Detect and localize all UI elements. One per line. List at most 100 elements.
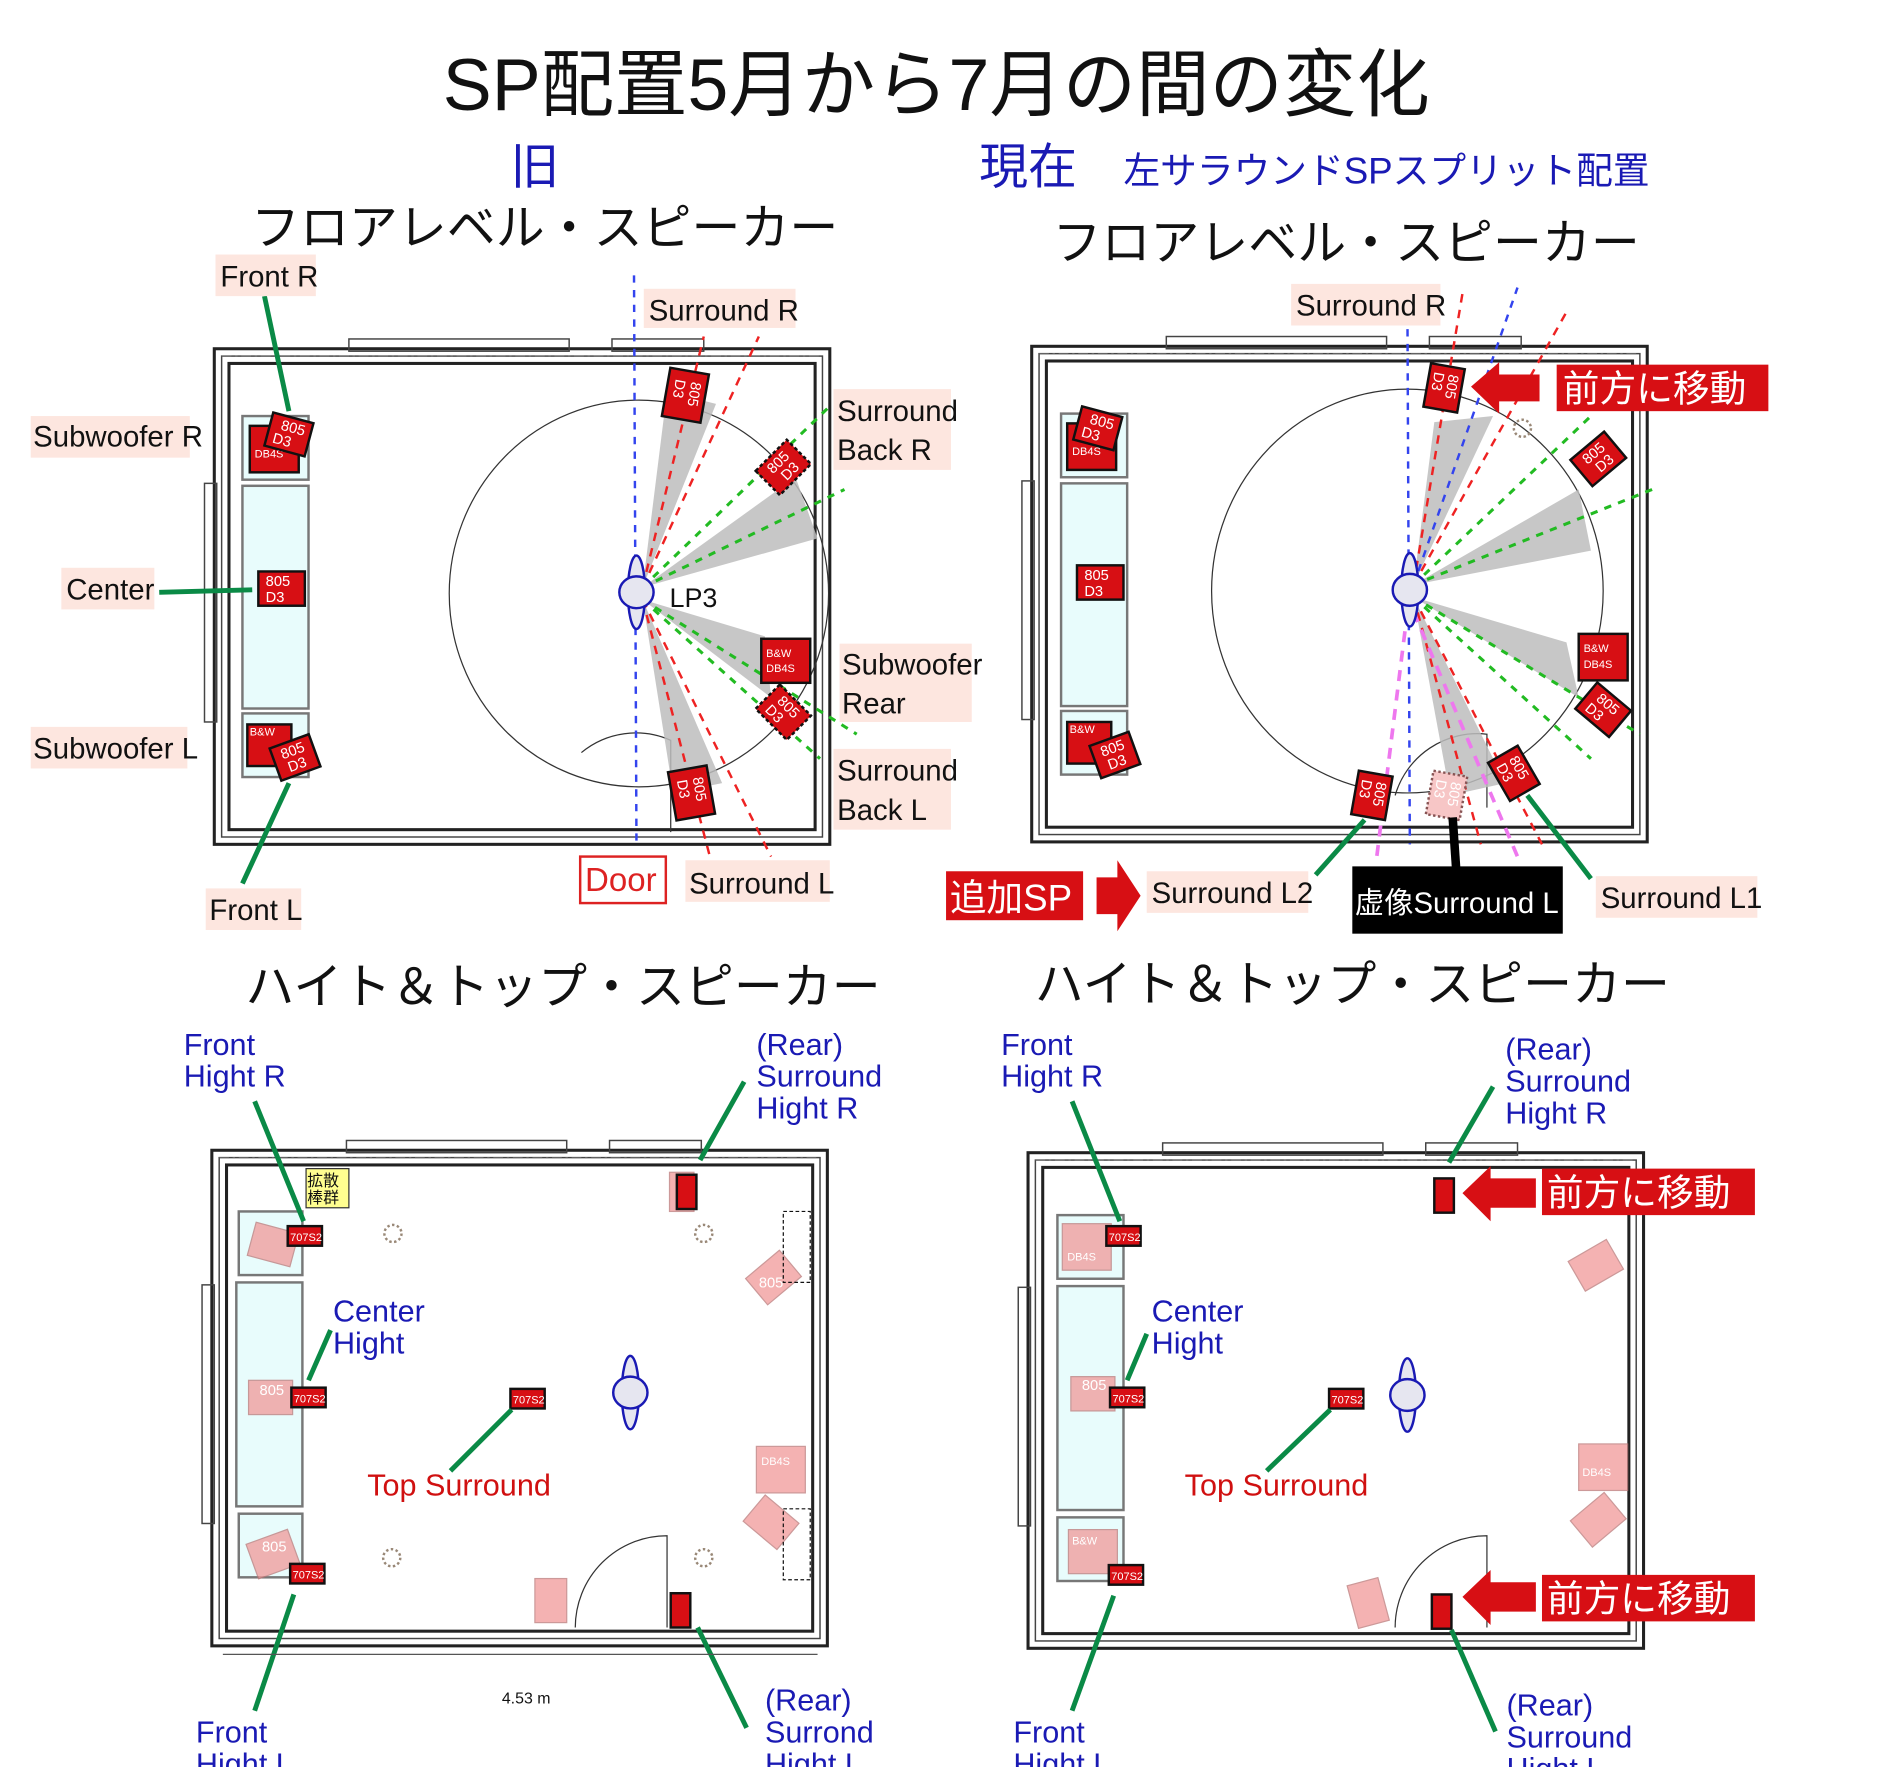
surround-l-label: Surround L xyxy=(689,867,834,900)
model-label: D3 xyxy=(266,590,285,606)
page-title: SP配置5月から7月の間の変化 xyxy=(443,44,1430,126)
rear-surround-hight-l-speaker xyxy=(669,1592,692,1629)
rear-surround-hight-r-label: (Rear) xyxy=(756,1028,843,1062)
move-forward-callout-bottom: 前方に移動 xyxy=(1462,1569,1755,1626)
model-label: 805 xyxy=(1098,737,1126,760)
model-label: D3 xyxy=(1084,584,1103,600)
subwoofer-rear-label: Rear xyxy=(842,687,906,720)
rear-surround-hight-l-label: Hight L xyxy=(1507,1752,1604,1767)
rear-surround-hight-l-label: (Rear) xyxy=(1507,1689,1594,1723)
model-label: 707S2 xyxy=(513,1395,545,1407)
rear-surround-hight-l-label: Hight L xyxy=(765,1747,862,1767)
model-label: D3 xyxy=(1355,778,1374,799)
front-hight-r-speaker: 707S2 xyxy=(1105,1224,1142,1247)
rear-surround-hight-r-speaker xyxy=(1433,1177,1456,1214)
rear-surround-hight-l-label: Surrond xyxy=(765,1716,874,1750)
front-hight-l-label: Hight L xyxy=(196,1747,293,1767)
subwoofer-rear-speaker: B&W DB4S xyxy=(1577,632,1629,682)
front-hight-r-label: Front xyxy=(184,1028,256,1062)
door-label: Door xyxy=(585,861,657,898)
move-forward-label: 前方に移動 xyxy=(1547,1579,1731,1620)
model-label: D3 xyxy=(673,779,692,800)
model-label: B&W xyxy=(1584,643,1610,655)
room-width-dimension: 4.53 m xyxy=(502,1690,551,1707)
center-hight-speaker: 707S2 xyxy=(290,1386,327,1409)
center-speaker: 805 D3 xyxy=(257,570,307,607)
model-label: 805 xyxy=(262,1540,286,1556)
front-r-speaker: 805 D3 xyxy=(1071,404,1124,452)
top-surround-speaker: 707S2 xyxy=(509,1387,546,1410)
diffuser-label: 拡散 xyxy=(307,1172,339,1190)
section-height-old: ハイト＆トップ・スピーカー xyxy=(245,960,880,1014)
surround-back-l-label: Back L xyxy=(837,794,927,827)
front-l-speaker: 805 D3 xyxy=(1087,730,1142,780)
added-sp-callout: 追加SP xyxy=(946,860,1141,932)
front-hight-r-label: Front xyxy=(1001,1028,1073,1062)
model-label: DB4S xyxy=(766,663,795,675)
section-floor-old: フロアレベル・スピーカー xyxy=(251,202,838,256)
model-label: 805 xyxy=(260,1383,284,1399)
top-surround-label: Top Surround xyxy=(367,1468,551,1502)
listener-icon xyxy=(611,1354,649,1431)
subwoofer-l-label: Subwoofer L xyxy=(33,733,198,766)
top-surround-speaker: 707S2 xyxy=(1327,1387,1365,1410)
floor-plan-old: LP3 DB4S 805 D3 805 D3 B&W 805 D3 xyxy=(30,254,983,930)
model-label: B&W xyxy=(1072,1535,1098,1547)
height-plan-old: 805 805 805 DB4S 拡散 棒群 707S2 707S2 707S2… xyxy=(184,1028,882,1767)
model-label: D3 xyxy=(1106,752,1129,773)
surround-l2-speaker: 805 D3 xyxy=(1349,769,1395,822)
front-hight-r-label: Hight R xyxy=(1001,1060,1103,1094)
floor-plan-current: DB4S 805 D3 805 D3 B&W 805 D3 805 D3 805… xyxy=(946,283,1769,934)
move-forward-callout: 前方に移動 xyxy=(1471,362,1769,414)
model-label: D3 xyxy=(669,378,688,399)
rear-surround-hight-r-label: Surround xyxy=(1505,1065,1631,1099)
top-surround-label: Top Surround xyxy=(1185,1468,1369,1502)
center-speaker: 805 D3 xyxy=(1075,564,1125,601)
surround-r-label: Surround R xyxy=(1296,290,1446,323)
current-layout-subtitle: 左サラウンドSPスプリット配置 xyxy=(1123,151,1649,192)
subwoofer-rear-label: Subwoofer xyxy=(842,648,983,681)
model-label: 805 xyxy=(279,740,307,763)
move-forward-callout-top: 前方に移動 xyxy=(1462,1166,1755,1222)
section-floor-new: フロアレベル・スピーカー xyxy=(1053,216,1640,270)
model-label: 707S2 xyxy=(1111,1571,1143,1583)
section-height-new: ハイト＆トップ・スピーカー xyxy=(1035,958,1670,1012)
model-label: DB4S xyxy=(1067,1251,1096,1263)
model-label: 707S2 xyxy=(293,1570,325,1582)
model-label: 805 xyxy=(1369,781,1389,808)
model-label: 707S2 xyxy=(294,1393,326,1405)
model-label: 805 xyxy=(759,1275,783,1291)
front-hight-l-speaker: 707S2 xyxy=(1107,1563,1145,1586)
rear-surround-hight-r-label: Hight R xyxy=(1505,1096,1607,1130)
front-hight-r-speaker: 707S2 xyxy=(286,1224,324,1247)
surround-back-l-speaker: 805 D3 xyxy=(1573,680,1633,739)
center-hight-label: Hight xyxy=(333,1326,405,1360)
rear-surround-hight-r-speaker xyxy=(675,1173,698,1211)
model-label: 805 xyxy=(1443,781,1463,808)
model-label: DB4S xyxy=(1584,659,1613,671)
surround-back-l-label: Surround xyxy=(837,755,958,788)
model-label: 707S2 xyxy=(1109,1232,1141,1244)
listener-icon xyxy=(1389,1357,1426,1433)
model-label: 805 xyxy=(1441,373,1461,400)
surround-back-l-speaker: 805 D3 xyxy=(753,682,813,742)
model-label: B&W xyxy=(250,726,276,738)
model-label: 805 xyxy=(279,418,307,440)
move-forward-label: 前方に移動 xyxy=(1563,368,1747,409)
center-hight-label: Hight xyxy=(1152,1326,1224,1360)
model-label: DB4S xyxy=(1072,446,1101,458)
model-label: B&W xyxy=(1070,724,1096,736)
model-label: 805 xyxy=(266,574,290,590)
surround-back-r-speaker: 805 D3 xyxy=(1568,429,1628,488)
surround-r-label: Surround R xyxy=(649,295,799,328)
subwoofer-rear-speaker: B&W DB4S xyxy=(760,637,812,685)
front-l-speaker: 805 D3 xyxy=(268,732,323,783)
rear-surround-hight-r-label: Surround xyxy=(756,1060,882,1094)
front-r-label: Front R xyxy=(220,260,318,293)
rear-surround-hight-r-label: Hight R xyxy=(756,1091,858,1125)
front-hight-l-speaker: 707S2 xyxy=(288,1562,326,1585)
model-label: DB4S xyxy=(255,449,284,461)
model-label: 805 xyxy=(1082,1378,1106,1394)
current-layout-heading: 現在 xyxy=(979,141,1077,195)
rear-surround-hight-l-speaker xyxy=(1430,1593,1453,1630)
